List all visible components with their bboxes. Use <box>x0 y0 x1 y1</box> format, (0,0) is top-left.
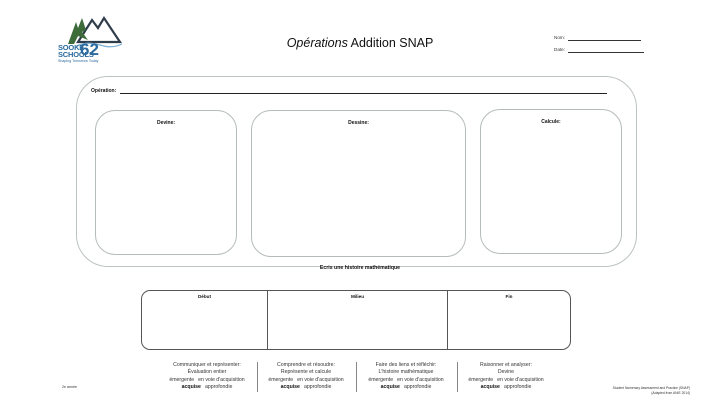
page-title: Opérations Addition SNAP <box>250 36 470 50</box>
draw-label: Dessine: <box>348 120 369 126</box>
rubric-divider <box>457 362 458 392</box>
level-developing[interactable]: en voie d'acquisition <box>497 376 544 383</box>
guess-label: Devine: <box>156 120 176 126</box>
operation-field[interactable] <box>120 93 607 94</box>
name-field[interactable] <box>568 40 641 41</box>
level-emerging[interactable]: émergente <box>169 376 195 383</box>
date-label: Date: <box>554 47 565 52</box>
title-italic: Opérations <box>286 36 348 50</box>
level-extending[interactable]: approfondie <box>403 384 432 391</box>
level-extending[interactable]: approfondie <box>204 384 233 391</box>
name-label: Nom: <box>554 35 565 40</box>
operation-label: Opération: <box>91 88 117 94</box>
rubric-understand: Comprendre et résoudre: Représente et ca… <box>268 362 344 391</box>
level-proficient[interactable]: acquise <box>380 384 400 391</box>
guess-box[interactable]: Devine: <box>95 110 237 255</box>
level-developing[interactable]: en voie d'acquisition <box>198 376 245 383</box>
level-extending[interactable]: approfondie <box>503 384 532 391</box>
calculate-label: Calcule: <box>541 119 561 125</box>
level-emerging[interactable]: émergente <box>368 376 394 383</box>
level-emerging[interactable]: émergente <box>468 376 494 383</box>
logo-wordmark: SOOKE SCHOOLS <box>58 43 94 59</box>
story-end-cell[interactable]: Fin <box>447 291 570 349</box>
story-beginning-cell[interactable]: Début <box>142 291 267 349</box>
rubric-communicate: Communiquer et représenter: Évaluation e… <box>169 362 245 391</box>
level-extending[interactable]: approfondie <box>303 384 332 391</box>
level-emerging[interactable]: émergente <box>268 376 294 383</box>
level-developing[interactable]: en voie d'acquisition <box>397 376 444 383</box>
logo-number: 62 <box>80 40 99 59</box>
credit-text: Student Numeracy Assessment and Practice… <box>612 386 690 395</box>
story-table: Début Milieu Fin <box>141 290 571 350</box>
logo-tagline: Shaping Tomorrow Today <box>58 59 99 63</box>
operation-panel <box>76 76 637 267</box>
story-title: Ecris une histoire mathématique <box>319 265 401 271</box>
date-field[interactable] <box>568 52 644 53</box>
calculate-box[interactable]: Calcule: <box>480 109 622 254</box>
school-district-logo-icon <box>68 15 123 48</box>
rubric-divider <box>257 362 258 392</box>
story-end-label: Fin <box>505 294 513 299</box>
rubric-divider <box>356 362 357 392</box>
story-middle-label: Milieu <box>350 294 365 299</box>
level-developing[interactable]: en voie d'acquisition <box>297 376 344 383</box>
level-proficient[interactable]: acquise <box>181 384 201 391</box>
story-middle-cell[interactable]: Milieu <box>267 291 447 349</box>
level-proficient[interactable]: acquise <box>480 384 500 391</box>
story-beginning-label: Début <box>197 294 211 299</box>
rubric-connect: Faire des liens et réfléchir: L'histoire… <box>368 362 444 391</box>
level-proficient[interactable]: acquise <box>280 384 300 391</box>
grade-label: 2e année <box>62 385 77 389</box>
title-rest: Addition SNAP <box>347 36 434 50</box>
draw-box[interactable]: Dessine: <box>251 110 466 257</box>
